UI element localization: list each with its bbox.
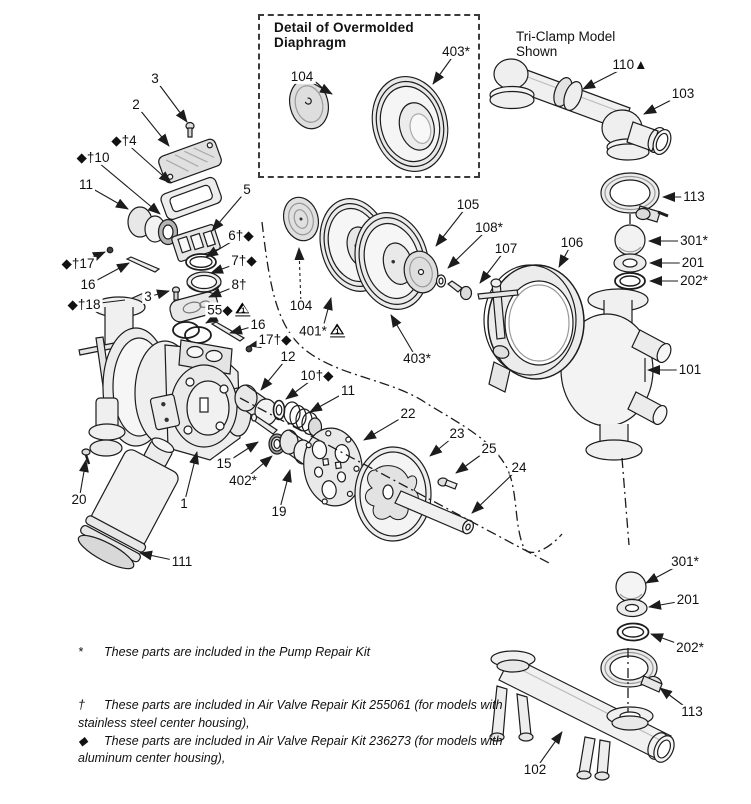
footnote-3: ◆These parts are included in Air Valve R…: [78, 733, 510, 768]
part-label-201: 201: [674, 591, 702, 608]
footnote-symbol: ◆: [78, 733, 88, 748]
part-label-16: 16: [78, 276, 98, 293]
part-label-403: 403*: [401, 350, 433, 367]
part-label-402: 402*: [227, 472, 259, 489]
part-label-104: 104: [287, 297, 315, 314]
footnote-symbol: †: [78, 698, 85, 713]
part-label-403: 403*: [440, 43, 472, 60]
leader-line-403: [390, 314, 418, 360]
diaphragm-plate-104: [282, 196, 320, 242]
tri-clamp-note-line2: Shown: [516, 43, 558, 59]
part-label-55: 55◆1: [205, 302, 253, 318]
footnote-2: †These parts are included in Air Valve R…: [78, 697, 510, 732]
part-label-10: 10†◆: [298, 367, 336, 384]
center-housing: [78, 296, 252, 465]
part-label-11: 11: [338, 382, 358, 399]
part-label-10: ◆†10: [74, 149, 112, 166]
part-label-3: 3: [142, 288, 154, 305]
part-label-113: 113: [679, 703, 705, 720]
part-label-111: 111: [169, 553, 195, 570]
bolt-108: [435, 274, 473, 301]
part-label-16: 16: [248, 316, 268, 333]
part-label-102: 102: [521, 761, 549, 778]
part-label-25: 25: [479, 440, 499, 457]
muffler-111: [77, 437, 179, 570]
part-label-107: 107: [492, 240, 520, 257]
part-label-17: ◆†17: [59, 255, 97, 272]
part-label-4: ◆†4: [109, 132, 139, 149]
leader-line-104: [294, 247, 305, 307]
part-label-18: ◆†18: [65, 296, 103, 313]
part-label-110: 110▲: [610, 56, 650, 73]
part-label-101: 101: [676, 361, 704, 378]
leader-line-3: [154, 78, 188, 123]
part-label-22: 22: [398, 405, 418, 422]
part-label-401: 401*1: [297, 323, 347, 339]
part-label-8: 8†: [229, 276, 249, 293]
bottom-check-valve-stack: [615, 571, 650, 642]
footnote-1: * These parts are included in the Pump Re…: [78, 644, 510, 661]
part-label-201: 201: [679, 254, 707, 271]
screw-25: [437, 477, 458, 490]
top-manifold: [489, 58, 672, 161]
part-label-24: 24: [509, 459, 529, 476]
tri-clamp-note: Tri-Clamp Model Shown: [516, 29, 616, 60]
part-label-106: 106: [558, 234, 586, 251]
leader-line-10: [92, 157, 161, 215]
part-label-103: 103: [669, 85, 697, 102]
part-label-104: 104: [288, 68, 316, 85]
footnote-text: These parts are included in Air Valve Re…: [78, 698, 503, 730]
diaphragm-plate-105: [403, 250, 439, 294]
air-motor-plate-22: [303, 427, 363, 507]
part-label-7: 7†◆: [229, 252, 259, 269]
bottom-manifold-102: [489, 650, 675, 781]
part-label-3: 3: [149, 70, 161, 87]
part-label-301: 301*: [669, 553, 701, 570]
part-label-6: 6†◆: [226, 227, 256, 244]
warning-triangle-icon: 1: [235, 302, 251, 317]
part-label-202: 202*: [674, 639, 706, 656]
tri-clamp-note-line1: Tri-Clamp Model: [516, 29, 616, 44]
leader-line-5: [211, 189, 248, 232]
leader-line-24: [471, 467, 520, 514]
part-label-11: 11: [76, 176, 96, 193]
detail-box-title: Detail of Overmolded Diaphragm: [274, 20, 414, 50]
footnotes: * These parts are included in the Pump Re…: [78, 644, 510, 767]
part-label-23: 23: [447, 425, 467, 442]
construction-lines: [239, 214, 631, 712]
footnote-text: These parts are included in Air Valve Re…: [78, 733, 503, 765]
bottom-clamp-113: [600, 648, 663, 693]
part-label-12: 12: [278, 348, 298, 365]
fluid-cover-101: [560, 288, 672, 461]
warning-triangle-icon: 1: [329, 323, 345, 338]
part-label-5: 5: [241, 181, 253, 198]
part-label-1: 1: [178, 495, 190, 512]
footnote-symbol: *: [78, 645, 83, 659]
part-label-15: 15: [214, 455, 234, 472]
footnote-text: These parts are included in the Pump Rep…: [104, 645, 371, 659]
part-label-113: 113: [681, 188, 707, 205]
air-motor-disc-23: [354, 446, 432, 542]
part-label-301: 301*: [678, 232, 710, 249]
part-label-19: 19: [269, 503, 289, 520]
leader-line-1: [183, 451, 199, 505]
detail-box: Detail of Overmolded Diaphragm: [258, 14, 480, 178]
part-label-202: 202*: [678, 272, 710, 289]
part-label-17: 17†◆: [256, 331, 294, 348]
part-label-105: 105: [454, 196, 482, 213]
detail-diaphragm-plate: [288, 78, 330, 130]
top-check-valve-stack: [613, 224, 647, 290]
part-label-2: 2: [130, 96, 142, 113]
detail-diaphragm: [371, 75, 449, 173]
part-label-108: 108*: [473, 219, 505, 236]
top-clamp-113: [600, 172, 669, 223]
part-label-20: 20: [69, 491, 89, 508]
